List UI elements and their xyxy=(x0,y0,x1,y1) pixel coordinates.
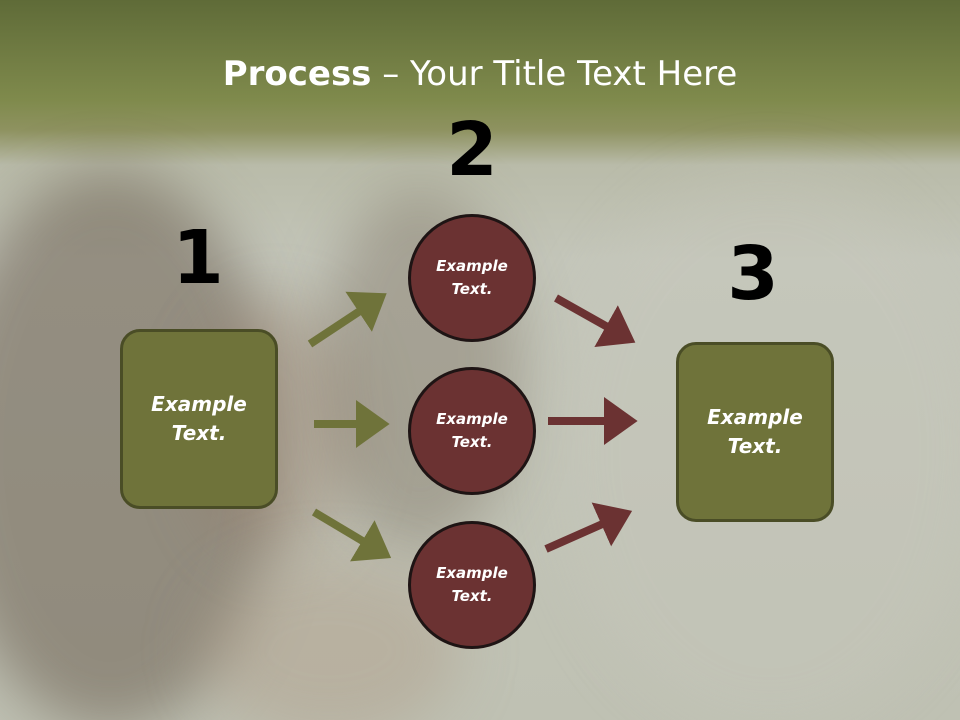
title-rest: – Your Title Text Here xyxy=(371,54,738,94)
step-2-circle-top[interactable]: Example Text. xyxy=(408,214,536,342)
circle-top-label-line1: Example xyxy=(436,257,508,275)
arrow-to-circle-top xyxy=(307,291,387,348)
circle-middle-label-line1: Example xyxy=(436,410,508,428)
step-2-circle-bottom[interactable]: Example Text. xyxy=(408,521,536,649)
step-1-box[interactable]: Example Text. xyxy=(120,329,278,509)
arrow-to-circle-bottom xyxy=(311,508,392,562)
step-number-1: 1 xyxy=(172,215,224,301)
title-bold: Process xyxy=(222,54,372,94)
step-1-label-line1: Example xyxy=(151,392,247,416)
circle-top-label-line2: Text. xyxy=(451,280,493,298)
circle-middle-label-line2: Text. xyxy=(451,433,493,451)
step-3-box[interactable]: Example Text. xyxy=(676,342,834,522)
circle-bottom-label-line2: Text. xyxy=(451,587,493,605)
step-1-label-line2: Text. xyxy=(171,421,227,445)
step-number-2: 2 xyxy=(446,107,498,193)
circle-bottom-label-line1: Example xyxy=(436,564,508,582)
step-2-circle-middle[interactable]: Example Text. xyxy=(408,367,536,495)
arrow-from-circle-bottom xyxy=(544,502,633,553)
step-3-label-line2: Text. xyxy=(727,434,783,458)
slide-title: Process – Your Title Text Here xyxy=(0,52,960,96)
step-number-3: 3 xyxy=(727,231,779,317)
arrow-from-circle-top xyxy=(554,294,636,348)
step-3-label-line1: Example xyxy=(707,405,803,429)
